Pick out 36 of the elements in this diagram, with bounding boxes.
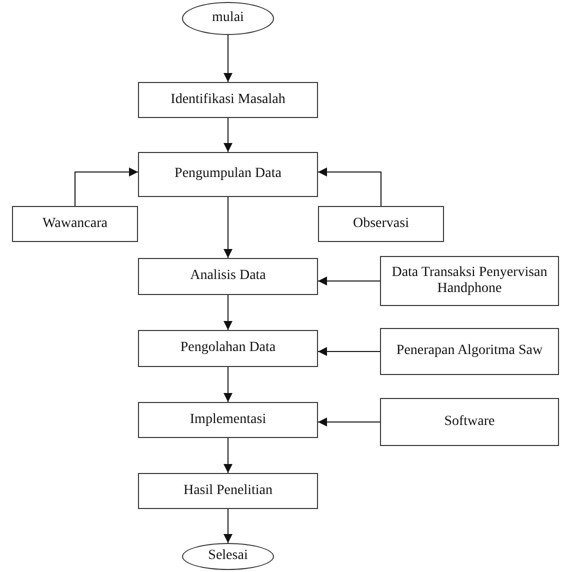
process-box [12, 206, 138, 242]
node-label: Pengolahan Data [179, 340, 277, 357]
node-label: Software [443, 414, 496, 430]
node-label: mulai [211, 10, 245, 27]
process-box [380, 328, 559, 375]
arrow [224, 294, 232, 330]
arrow [224, 366, 232, 402]
process-box [138, 402, 318, 438]
process-box [380, 398, 559, 446]
node-label: Observasi [352, 216, 410, 232]
process-box [138, 82, 318, 118]
arrow [74, 168, 138, 206]
process-box [138, 473, 318, 509]
node-label: Implementasi [188, 412, 268, 428]
arrow [224, 438, 232, 474]
process-box [138, 330, 318, 367]
arrow [318, 418, 380, 426]
arrow [318, 168, 382, 206]
process-box [380, 256, 559, 306]
node-label: Wawancara [42, 216, 108, 232]
arrow [224, 118, 232, 152]
arrow [318, 347, 380, 356]
node-label: Data Transaksi Penyervisan Handphone [390, 264, 548, 298]
node-label: Penerapan Algoritma Saw [395, 343, 544, 360]
arrow [224, 34, 232, 82]
node-label: Pengumpulan Data [174, 166, 282, 183]
node-label: Hasil Penelitian [182, 482, 274, 500]
process-box [138, 258, 318, 295]
process-box [318, 206, 444, 242]
node-label: Analisis Data [189, 268, 267, 285]
node-label: Selesai [207, 548, 249, 565]
process-box [138, 152, 318, 197]
arrow [318, 276, 380, 286]
arrow [224, 196, 232, 258]
node-label: Identifikasi Masalah [170, 92, 286, 108]
arrow [224, 508, 232, 544]
